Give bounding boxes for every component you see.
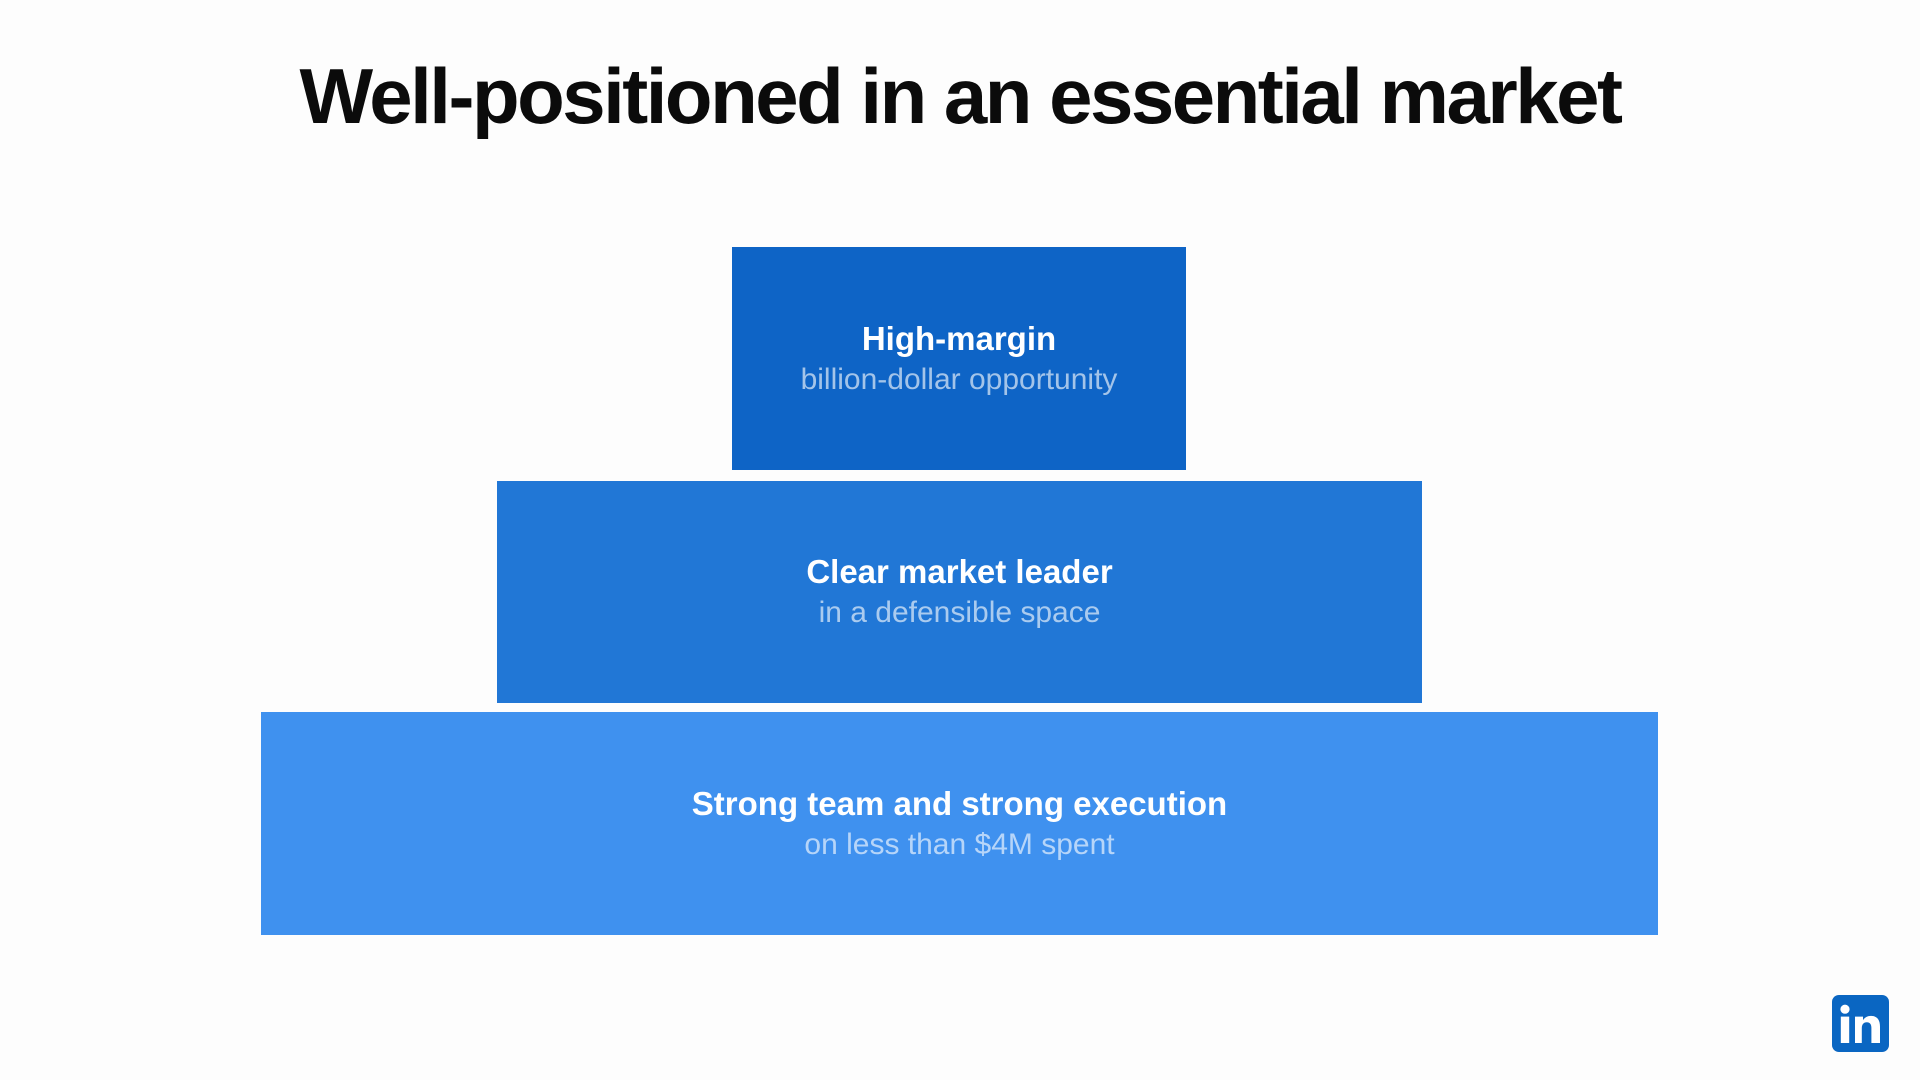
linkedin-logo — [1832, 995, 1889, 1052]
tier-subheading: on less than $4M spent — [804, 827, 1115, 861]
pyramid-tier-top: High-margin billion-dollar opportunity — [732, 247, 1186, 470]
pyramid-tier-bottom: Strong team and strong execution on less… — [261, 712, 1658, 935]
tier-heading: Strong team and strong execution — [691, 784, 1228, 822]
slide-title: Well-positioned in an essential market — [299, 52, 1623, 140]
tier-subheading: in a defensible space — [818, 596, 1101, 629]
tier-heading: Clear market leader — [806, 553, 1113, 590]
pyramid-tier-middle: Clear market leader in a defensible spac… — [497, 481, 1422, 703]
tier-subheading: billion-dollar opportunity — [800, 362, 1118, 396]
linkedin-in-icon — [1840, 1004, 1880, 1043]
tier-heading: High-margin — [861, 319, 1057, 357]
